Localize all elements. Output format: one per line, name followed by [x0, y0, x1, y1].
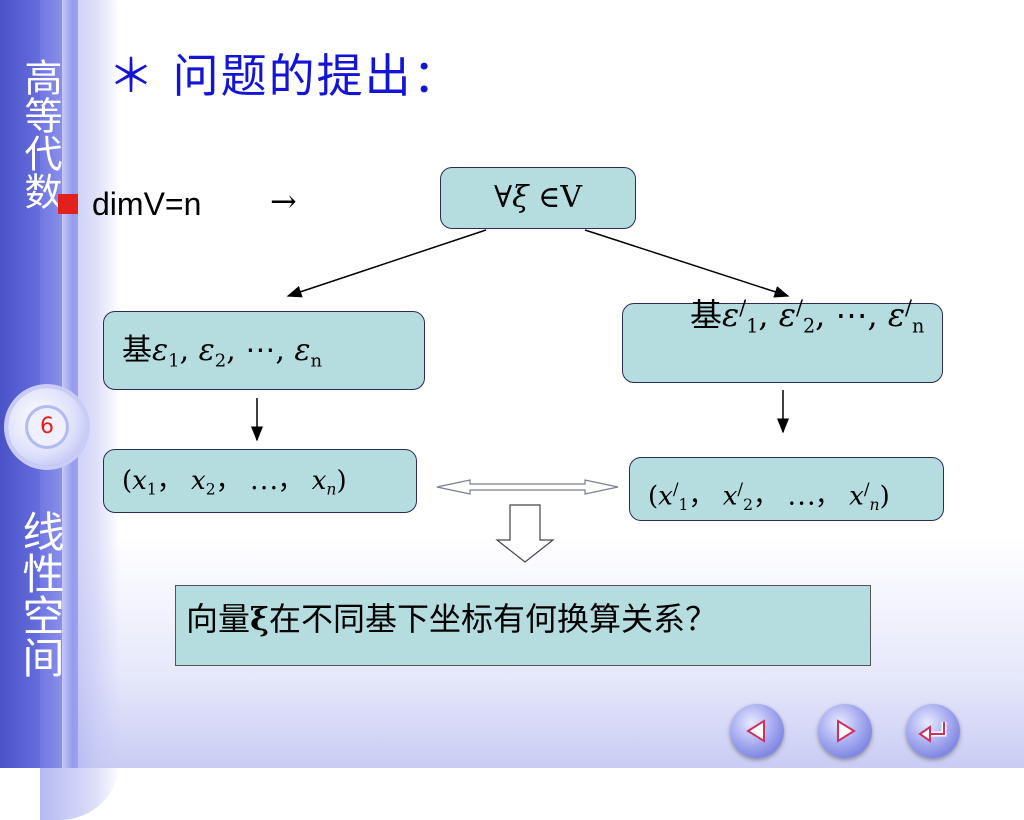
vector-box: ∀ξ ∈V	[440, 167, 636, 229]
diagram-connectors	[251, 229, 790, 563]
arrow-to-right-basis	[584, 229, 790, 298]
next-slide-button[interactable]	[818, 704, 872, 758]
double-arrow	[436, 479, 619, 495]
slide-title: ＊ 问题的提出：	[108, 49, 461, 103]
next-icon	[837, 719, 856, 743]
course-title: 高等代数	[18, 58, 62, 210]
previous-icon	[746, 719, 765, 743]
page-number: 6	[40, 414, 54, 439]
return-icon	[918, 722, 947, 743]
sidebar-stripe	[62, 0, 72, 768]
bullet-marker	[58, 194, 78, 214]
basis-right-text: 基ε/1, ε/2, ⋯, ε/n	[690, 295, 925, 338]
previous-slide-button[interactable]	[730, 704, 784, 758]
page-indicator: 6	[8, 388, 86, 466]
down-block-arrow	[495, 504, 555, 563]
basis-label: 基	[122, 333, 152, 368]
coordinates-left-box: (x1， x2， ⋯， xn)	[103, 449, 417, 513]
basis-right-box	[622, 303, 943, 383]
question-box: 向量ξ在不同基下坐标有何换算关系？	[175, 585, 871, 666]
chapter-title: 线性空间	[16, 510, 65, 678]
return-button[interactable]	[906, 704, 960, 758]
bullet-arrow: →	[270, 182, 297, 220]
arrow-to-left-basis	[286, 229, 487, 298]
bullet-text: dimV=n	[92, 186, 202, 222]
coordinates-right-box: (x/1， x/2， ⋯， x/n)	[629, 457, 944, 521]
basis-left-box: 基ε1, ε2, ⋯, εn	[103, 311, 425, 390]
basis-label: 基	[690, 296, 723, 334]
